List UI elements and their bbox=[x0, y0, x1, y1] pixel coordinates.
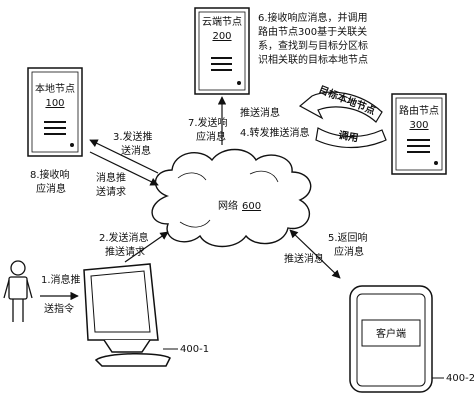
local-node-title: 本地节点 bbox=[35, 82, 75, 95]
label-text: 送消息 bbox=[121, 144, 151, 157]
client-phone bbox=[349, 285, 433, 393]
step8-text: 8.接收响 应消息 bbox=[30, 168, 70, 195]
step3-text: 3.发送推 送消息 bbox=[113, 130, 153, 157]
step5-push-text: 推送消息 bbox=[284, 252, 324, 265]
arrow-network-local bbox=[89, 139, 159, 174]
label-text: 系，查找到与目标分区标 bbox=[258, 39, 368, 52]
step4-top-text: 推送消息 bbox=[240, 106, 280, 119]
cloud-node-id: 200 bbox=[212, 31, 231, 42]
network-cloud: 网络 600 bbox=[151, 148, 312, 248]
label-text: 消息推 bbox=[96, 171, 126, 184]
label-text: 3.发送推 bbox=[113, 130, 153, 143]
label-text: 2.发送消息 bbox=[99, 231, 149, 244]
local-node: 本地节点 100 bbox=[27, 67, 83, 157]
arrow-monitor-network bbox=[124, 231, 169, 263]
label-text: 送请求 bbox=[96, 185, 126, 198]
label-text: 应消息 bbox=[334, 245, 364, 258]
arrow-local-network bbox=[89, 151, 159, 186]
router-node: 路由节点 300 bbox=[391, 93, 447, 175]
monitor-icon bbox=[83, 263, 178, 367]
arrow-network-client bbox=[289, 229, 341, 279]
step1-text: 1.消息推 送指令 bbox=[41, 273, 81, 315]
network-id: 600 bbox=[242, 201, 261, 212]
step3-request-text: 消息推 送请求 bbox=[96, 171, 126, 198]
label-text: 6.接收响应消息，并调用 bbox=[258, 11, 368, 24]
step6-text: 6.接收响应消息，并调用 路由节点300基于关联关 系，查找到与目标分区标 识相… bbox=[258, 11, 368, 66]
local-node-id: 100 bbox=[45, 98, 64, 109]
label-text: 1.消息推 bbox=[41, 273, 81, 286]
label-text: 路由节点300基于关联关 bbox=[258, 25, 367, 38]
label-text: 推送请求 bbox=[105, 245, 145, 258]
label-text: 应消息 bbox=[36, 182, 66, 195]
invoke-arrow bbox=[298, 91, 387, 149]
label-text: 识相关联的目标本地节点 bbox=[258, 53, 368, 66]
cloud-node: 云端节点 200 bbox=[194, 7, 250, 95]
client-label: 客户端 bbox=[376, 327, 406, 340]
client-ref: 400-2 bbox=[446, 373, 474, 384]
label-text: 应消息 bbox=[196, 130, 226, 143]
label-text: 5.返回响 bbox=[328, 231, 368, 244]
step5-text: 5.返回响 应消息 bbox=[328, 231, 368, 258]
cloud-node-title: 云端节点 bbox=[202, 15, 242, 28]
person-icon bbox=[3, 260, 33, 322]
step2-text: 2.发送消息 推送请求 bbox=[99, 231, 149, 258]
invoke-arrow-label: 调用 bbox=[337, 128, 359, 144]
network-title: 网络 bbox=[218, 199, 238, 212]
label-text: 7.发送响 bbox=[188, 116, 228, 129]
step4-text: 4.转发推送消息 bbox=[240, 126, 310, 139]
router-node-title: 路由节点 bbox=[399, 104, 439, 117]
label-text: 8.接收响 bbox=[30, 168, 70, 181]
label-text: 送指令 bbox=[44, 302, 74, 315]
router-node-id: 300 bbox=[409, 120, 428, 131]
monitor-ref: 400-1 bbox=[180, 344, 209, 355]
step7-text: 7.发送响 应消息 bbox=[188, 116, 228, 143]
